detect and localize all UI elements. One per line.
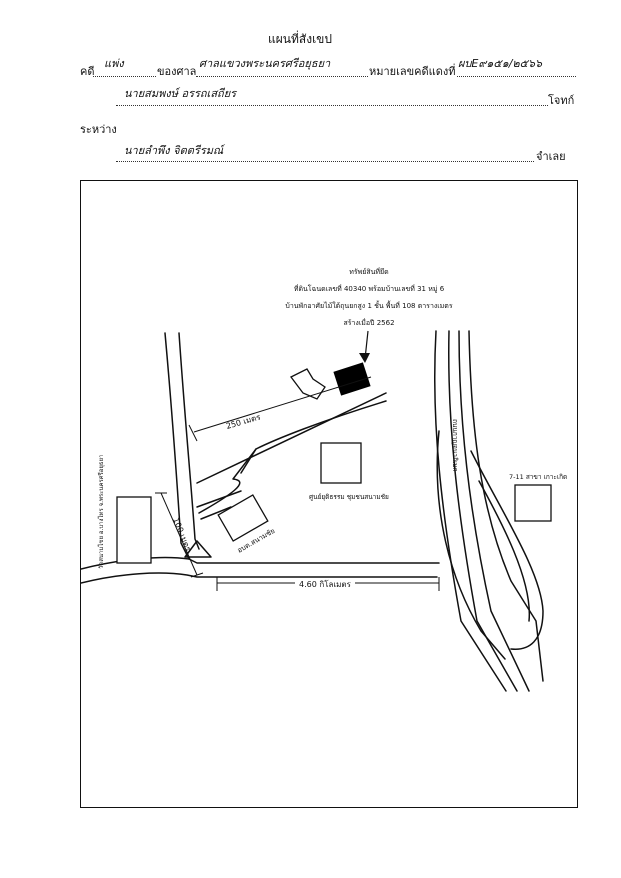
dist-460-label: 4.60 กิโลเมตร: [299, 579, 352, 589]
defendant-name: นายลำพึง จิตตรีรมณ์: [124, 144, 224, 157]
seven-eleven-label: 7-11 สาขา เกาะเกิด: [509, 473, 567, 481]
case-type: แพ่ง: [104, 57, 124, 70]
between-label: ระหว่าง: [80, 123, 117, 136]
seven-eleven-building: [514, 484, 552, 522]
property-info-line-2: ที่ดินโฉนดเลขที่ 40340 พร้อมบ้านเลขที่ 3…: [294, 284, 445, 293]
page-title: แผนที่สังเขป: [268, 32, 332, 46]
dist-250-label: 250 เมตร: [225, 412, 262, 431]
highway-loop-inner: [478, 480, 531, 622]
dim-250-line: [193, 376, 372, 433]
wat-label: วัดสนามไชย อ.บางไทร จ.พระนครศรีอยุธยา: [97, 455, 105, 569]
west-road-left-edge: [164, 332, 190, 560]
case-number-line: [457, 76, 576, 77]
court-line: [196, 76, 368, 77]
highway-lane-3: [458, 330, 530, 692]
plaintiff-name: นายสมพงษ์ อรรถเสถียร: [124, 87, 237, 100]
case-number-label: หมายเลขคดีแดงที่: [369, 65, 456, 78]
center-building: [320, 442, 362, 484]
dist-100-label: 100 เมตร: [171, 516, 193, 553]
branch-road-north-edge: [196, 490, 242, 508]
branch-road-south-edge: [200, 506, 232, 520]
west-road-right-edge: [178, 332, 200, 550]
map-frame: ทรัพย์สินที่ยึด ที่ดินโฉนดเลขที่ 40340 พ…: [80, 180, 578, 808]
obt-building: [217, 494, 269, 542]
highway-loop-west: [436, 430, 506, 660]
court-name: ศาลแขวงพระนครศรีอยุธยา: [199, 57, 331, 70]
property-info-line-3: บ้านพักอาศัยไม้ใต้ถุนยกสูง 1 ชั้น พื้นที…: [285, 299, 452, 310]
highway-lane-1: [433, 330, 507, 692]
junction-triangle: [184, 540, 212, 558]
defendant-line: [116, 161, 534, 162]
dim-100-tick-b: [190, 572, 204, 578]
case-label: คดี: [80, 65, 95, 78]
highway-lane-4: [468, 330, 544, 682]
defendant-role: จำเลย: [536, 150, 566, 163]
case-type-line: [93, 76, 156, 77]
dim-100-line: [160, 492, 198, 576]
highway-label: ถนนกาญจนาภิเษก: [451, 419, 459, 472]
plaintiff-role: โจทก์: [548, 94, 575, 107]
center-label: ศูนย์ยุติธรรม ชุมชนสนามชัย: [309, 493, 389, 501]
highway-lane-2: [448, 330, 518, 692]
diagonal-road-north-edge: [196, 392, 387, 484]
property-house-icon: [333, 362, 371, 396]
plaintiff-line: [116, 105, 548, 106]
wat-building: [116, 496, 152, 564]
neighbor-house: [290, 368, 326, 400]
court-label: ของศาล: [157, 65, 197, 78]
property-arrowhead-icon: [359, 353, 370, 363]
dim-250-tick-a: [188, 424, 198, 442]
main-road-south-edge: [81, 572, 438, 584]
highway-loop-east: [470, 450, 544, 650]
property-info-line-1: ทรัพย์สินที่ยึด: [349, 267, 388, 276]
property-info-line-4: สร้างเมื่อปี 2562: [343, 318, 394, 327]
case-number: ผบE๙๑๕๑/๒๕๖๖: [458, 57, 542, 70]
map-canvas: ทรัพย์สินที่ยึด ที่ดินโฉนดเลขที่ 40340 พ…: [81, 267, 567, 692]
diagonal-road-fork: [240, 448, 257, 474]
